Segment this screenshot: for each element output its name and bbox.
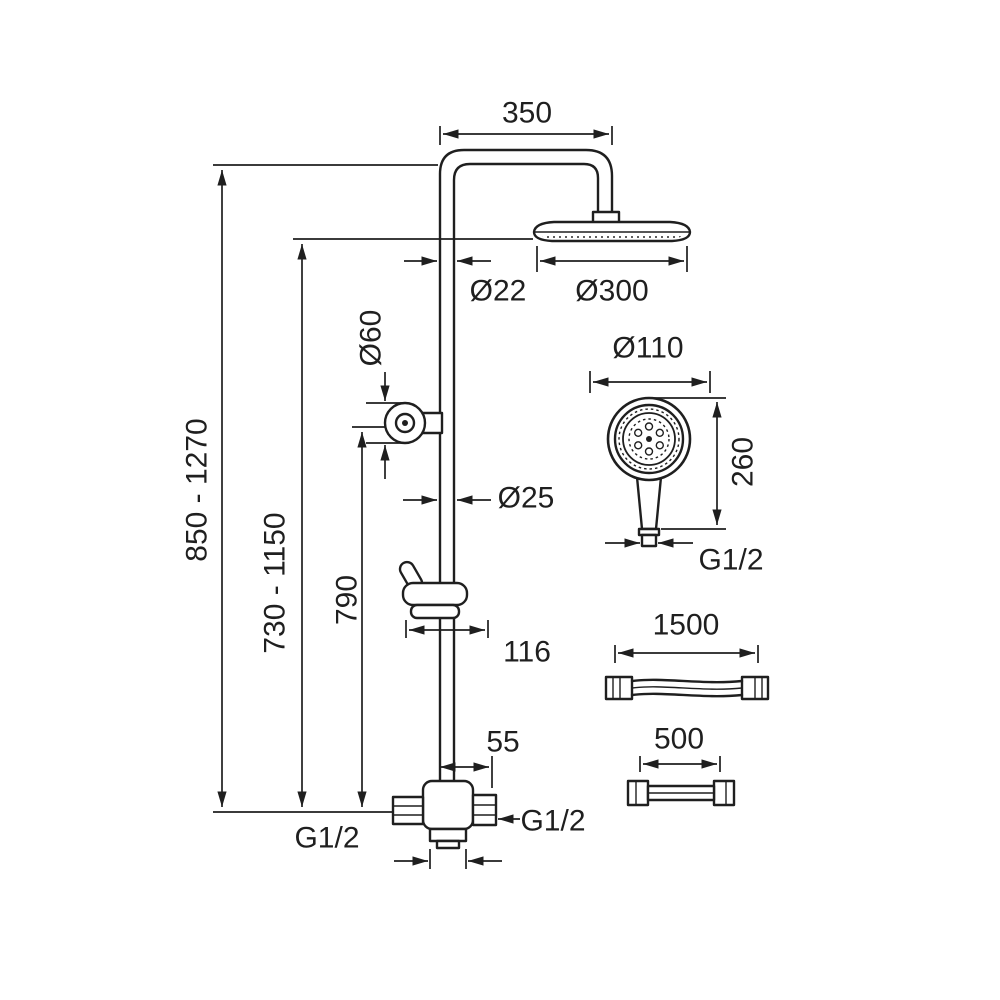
dim-label-riser-tube-diameter: Ø25 — [498, 482, 555, 515]
dim-diverter-diameter: Ø60 — [355, 310, 404, 479]
riser-pipe-outer — [438, 148, 614, 786]
dim-label-connection-hose-length: 500 — [654, 723, 704, 756]
hand-shower-thread-tip — [640, 533, 658, 548]
dim-label-slider-bracket-width: 116 — [503, 636, 551, 669]
dim-label-riser-length: 790 — [331, 575, 364, 625]
hand-shower — [606, 396, 692, 548]
valve-bottom-thread — [435, 839, 461, 850]
dim-connection-hose-length: 500 — [639, 723, 721, 772]
dim-label-hand-shower-thread: G1/2 — [698, 544, 763, 577]
dim-arm-reach: 350 — [439, 97, 613, 145]
shower-hose — [604, 675, 770, 701]
dim-outlet-offset: 55 — [440, 726, 520, 788]
dim-hand-shower-thread: G1/2 — [605, 538, 764, 577]
dim-label-arm-reach: 350 — [502, 97, 552, 130]
connection-right-fitting — [712, 779, 736, 807]
head-spray-face — [540, 234, 684, 240]
connection-hose — [626, 779, 736, 807]
dim-label-overhead-shower-diameter: Ø300 — [575, 275, 648, 308]
dim-label-hand-shower-diameter: Ø110 — [612, 332, 683, 365]
dim-label-diverter-diameter: Ø60 — [355, 310, 388, 367]
dim-label-overall-height: 850 - 1270 — [181, 418, 214, 561]
dim-overall-height: 850 - 1270 — [181, 164, 438, 813]
nozzle-hole — [655, 428, 664, 437]
nozzle-hole — [655, 441, 664, 450]
hose-body-bottom — [630, 692, 744, 698]
hand-shower-handle — [635, 475, 663, 531]
hand-shower-center — [646, 436, 652, 442]
hand-shower-ring — [613, 403, 685, 475]
mixer-valve — [391, 779, 498, 850]
hand-shower-spray-ring — [628, 418, 670, 460]
hose-left-fitting — [604, 675, 634, 701]
dim-riser-pipe-diameter: Ø22 — [404, 256, 527, 308]
dim-label-side-outlet-thread: G1/2 — [520, 805, 585, 838]
dim-riser-length: 790 — [331, 426, 386, 807]
dim-label-bottom-inlet-thread: G1/2 — [294, 822, 359, 855]
dim-label-riser-pipe-diameter: Ø22 — [470, 275, 527, 308]
hose-body-top — [630, 678, 744, 684]
valve-bottom-outlet — [428, 827, 468, 843]
nozzle-hole — [634, 428, 643, 437]
holder-body — [401, 581, 469, 607]
slider-holder — [398, 560, 469, 620]
dim-label-outlet-offset: 55 — [486, 726, 519, 759]
dim-label-column-height: 730 - 1150 — [259, 512, 292, 653]
dim-label-hand-shower-length: 260 — [727, 437, 760, 487]
hand-shower-knurl-ring — [618, 408, 680, 470]
dim-label-shower-hose-length: 1500 — [653, 609, 720, 642]
valve-right-nut — [471, 793, 498, 827]
nozzle-hole — [644, 422, 654, 431]
dimensions: 350 Ø22 Ø300 850 - 1270 730 - 1150 — [181, 97, 764, 869]
dim-overhead-shower-diameter: Ø300 — [536, 246, 688, 308]
dim-column-height: 730 - 1150 — [259, 238, 533, 807]
hose-body-centerline — [631, 686, 743, 690]
connection-left-fitting — [626, 779, 650, 807]
nozzle-hole — [644, 447, 654, 456]
diverter-center — [402, 420, 408, 426]
dim-shower-hose-length: 1500 — [614, 609, 759, 663]
riser-pipe-inner — [452, 162, 600, 786]
dim-bottom-inlet-thread: G1/2 — [294, 822, 502, 869]
dim-side-outlet-thread: G1/2 — [498, 805, 586, 838]
diverter-knob — [383, 401, 444, 445]
dim-hand-shower-diameter: Ø110 — [589, 332, 711, 393]
dim-riser-tube-diameter: Ø25 — [403, 482, 554, 515]
valve-body — [421, 779, 475, 831]
dim-slider-bracket-width: 116 — [405, 620, 551, 669]
nozzle-hole — [634, 441, 643, 450]
shower-column — [438, 148, 692, 786]
hand-shower-ring — [622, 412, 676, 466]
dim-hand-shower-length: 260 — [654, 397, 760, 530]
holder-cradle — [409, 603, 461, 620]
valve-left-nut — [391, 795, 425, 826]
